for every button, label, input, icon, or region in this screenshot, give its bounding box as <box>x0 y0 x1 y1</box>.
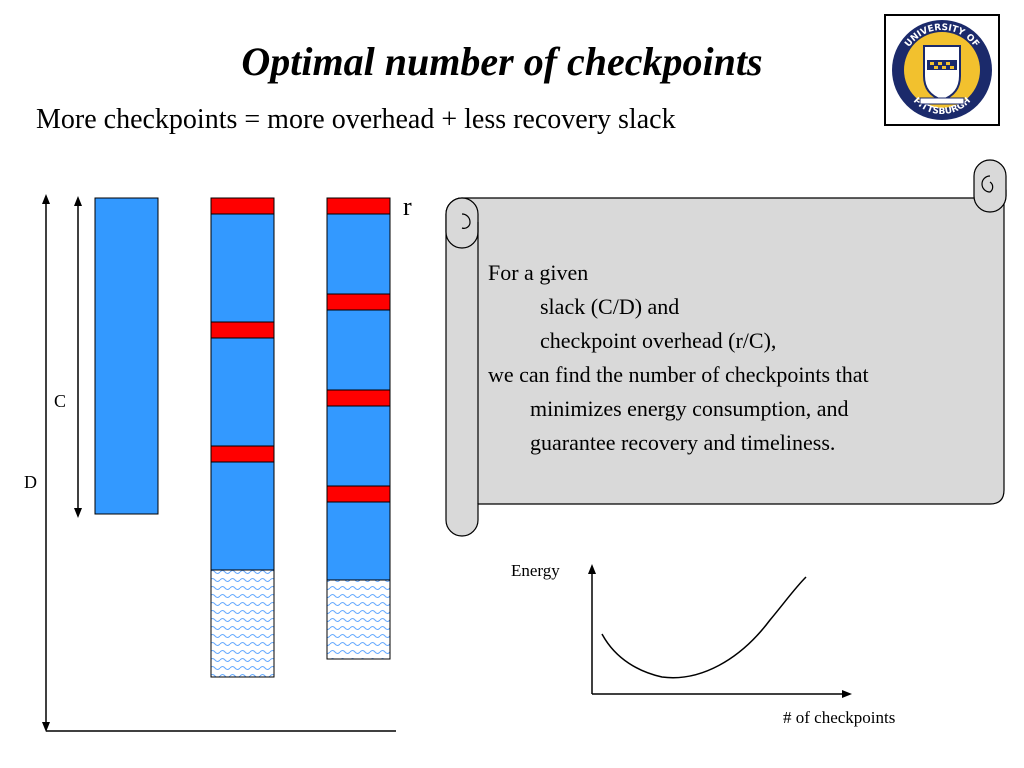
university-logo: UNIVERSITY OF PITTSBURGH <box>884 14 1000 126</box>
scroll-line: we can find the number of checkpoints th… <box>488 362 869 387</box>
scroll-line: minimizes energy consumption, and <box>530 396 849 421</box>
checkpoint-block <box>210 445 275 463</box>
energy-axis-label: Energy <box>511 561 560 580</box>
checkpoint-block <box>326 197 391 215</box>
task-bar-4-checkpoints <box>326 197 391 581</box>
slide-title: Optimal number of checkpoints <box>241 39 763 84</box>
scroll-line: For a given <box>488 260 589 285</box>
task-bar-no-checkpoint <box>94 197 159 515</box>
recovery-slack <box>210 569 275 678</box>
label-r: r <box>403 192 412 221</box>
label-d: D <box>24 472 37 492</box>
checkpoint-block <box>326 485 391 503</box>
checkpoint-block <box>326 293 391 311</box>
task-bar-3-checkpoints <box>210 197 275 571</box>
checkpoint-block <box>210 197 275 215</box>
slide-subtitle: More checkpoints = more overhead + less … <box>36 104 676 135</box>
checkpoints-axis-label: # of checkpoints <box>783 708 896 727</box>
checkpoint-block <box>210 321 275 339</box>
energy-curve <box>601 576 807 679</box>
scroll-box <box>445 159 1007 537</box>
scroll-line: slack (C/D) and <box>540 294 680 319</box>
scroll-line: checkpoint overhead (r/C), <box>540 328 777 353</box>
label-c: C <box>54 391 67 411</box>
scroll-text: For a given slack (C/D) and checkpoint o… <box>488 256 998 460</box>
energy-chart <box>588 564 852 698</box>
scroll-line: guarantee recovery and timeliness. <box>530 430 836 455</box>
recovery-slack <box>326 579 391 660</box>
checkpoint-block <box>326 389 391 407</box>
